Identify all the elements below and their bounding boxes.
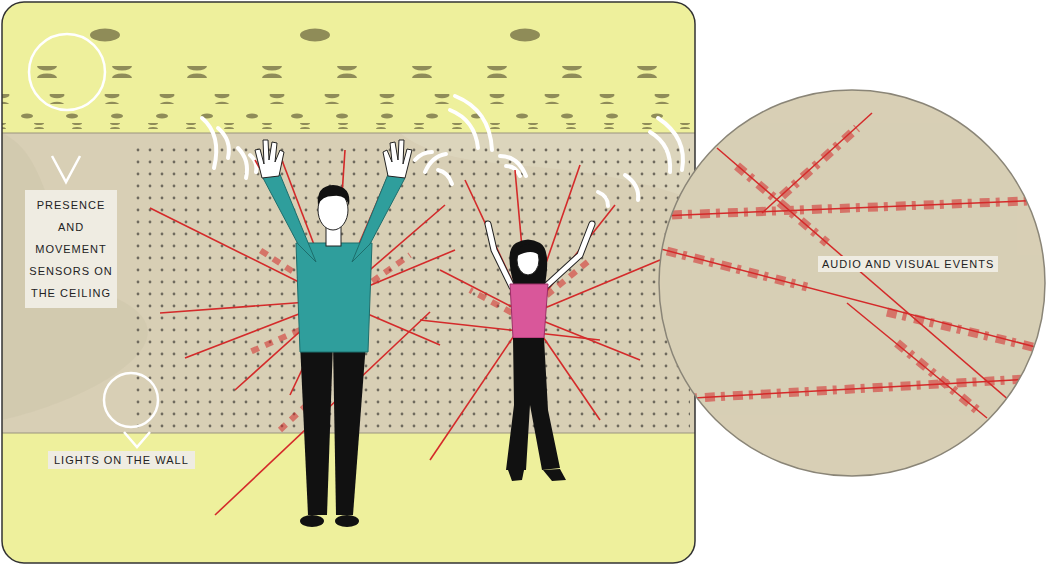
callout-label: LIGHTS ON THE WALL	[48, 451, 195, 469]
callout-label: PRESENCE AND MOVEMENT SENSORS ON THE CEI…	[25, 190, 117, 308]
magnifier-label: AUDIO AND VISUAL EVENTS	[818, 256, 998, 272]
magnifier-circle: AUDIO AND VISUAL EVENTS	[657, 88, 1047, 478]
man-figure	[255, 140, 412, 527]
woman-figure	[488, 224, 592, 481]
room-panel	[2, 2, 695, 563]
event-lines	[150, 150, 660, 515]
magnifier-outline	[657, 88, 1047, 478]
